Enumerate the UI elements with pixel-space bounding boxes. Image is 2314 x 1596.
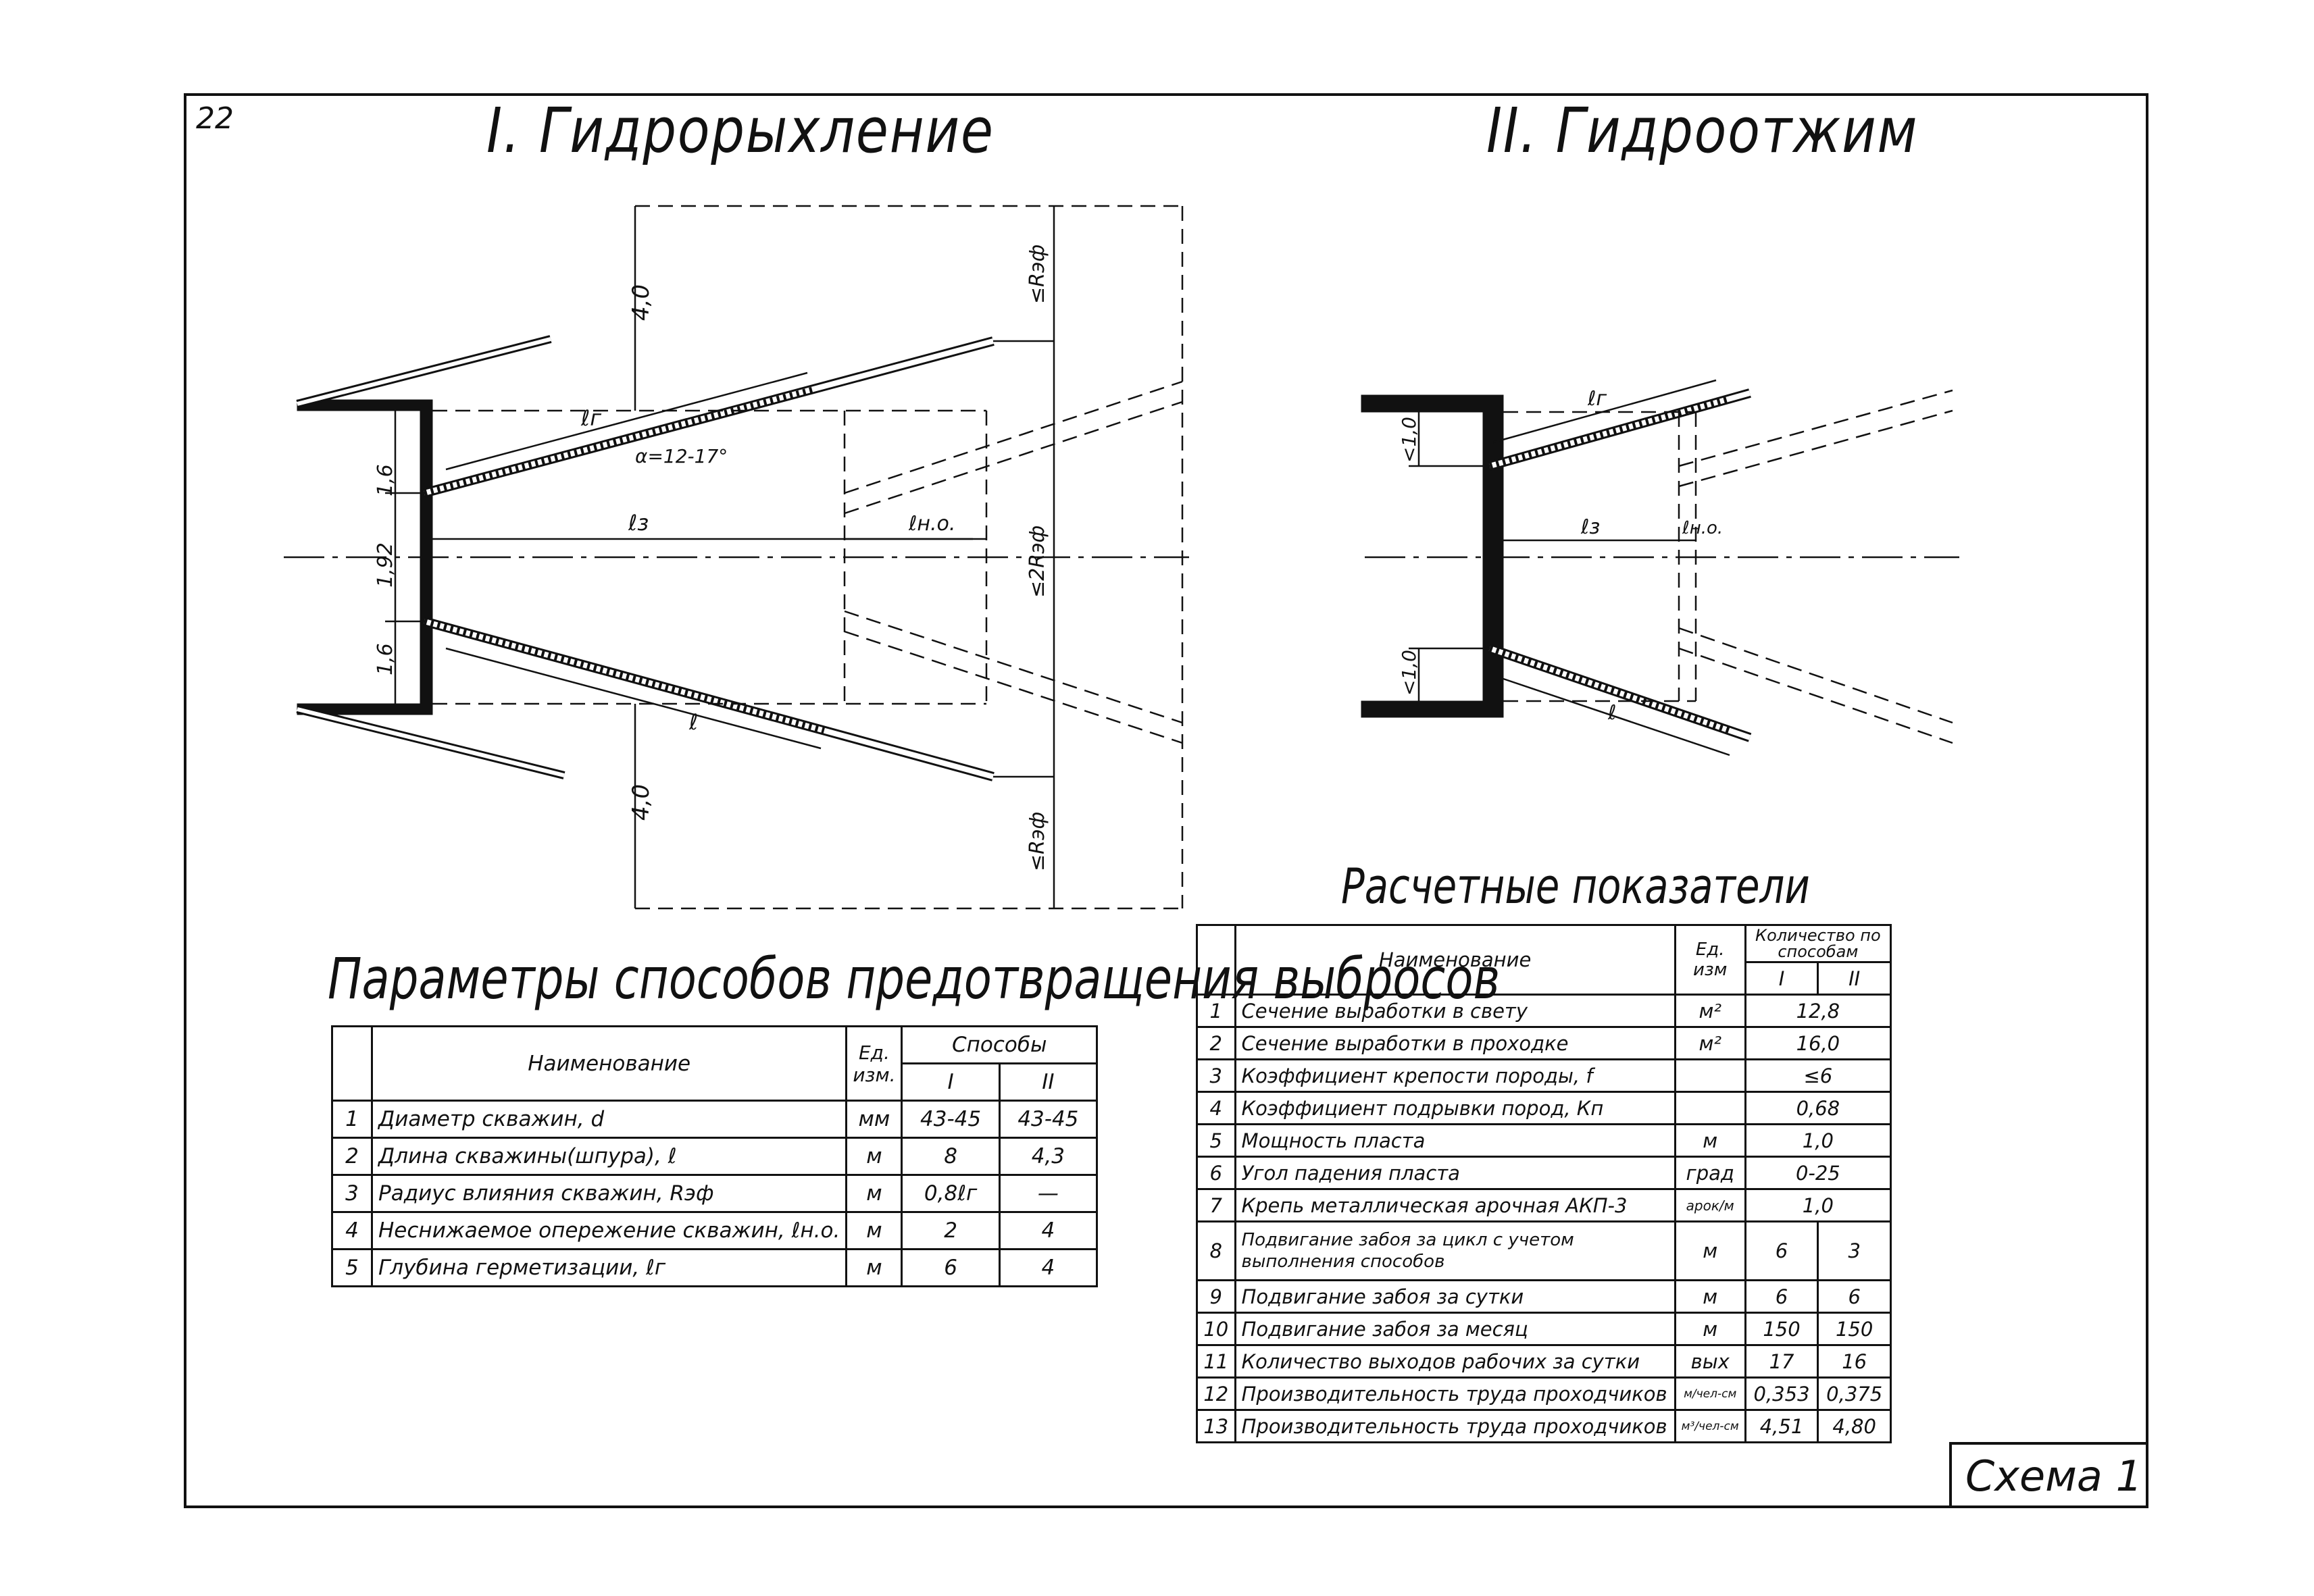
face-wall-1	[297, 399, 433, 715]
label-lz-1: ℓз	[628, 510, 649, 536]
title-hydro-squeezing: II. Гидроотжим	[1486, 95, 1919, 167]
dim-label-top-4: 4,0	[628, 284, 655, 321]
label-2r: ≤2Rэф	[1026, 525, 1049, 598]
scheme-stamp: Схема 1	[1949, 1442, 2148, 1508]
dim-label-top-2: <1,0	[1398, 417, 1420, 463]
drawing-1	[284, 205, 1189, 910]
header-unit-2: Ед. изм	[1674, 924, 1746, 996]
dim-label-1-6-bot: 1,6	[374, 643, 397, 675]
label-lz-2: ℓз	[1580, 515, 1600, 539]
table-header-row: Наименование Ед. изм Количество по спосо…	[1196, 924, 1892, 996]
header-unit: Ед. изм.	[845, 1025, 903, 1102]
calculated-indicators-table: Наименование Ед. изм Количество по спосо…	[1196, 924, 1892, 1443]
label-r-top: ≤Rэф	[1026, 244, 1049, 304]
label-l-1: ℓ	[688, 709, 698, 735]
dashed-zones-1	[432, 205, 1184, 910]
header-name: Наименование	[370, 1025, 848, 1102]
header-method-1-2: I	[1744, 961, 1819, 996]
dim-label-1-92: 1,92	[374, 542, 397, 588]
header-method-2: II	[998, 1062, 1099, 1102]
header-method-1: I	[901, 1062, 1001, 1102]
dim-label-bot-4: 4,0	[628, 784, 655, 821]
label-lno-2: ℓн.о.	[1682, 518, 1723, 538]
dim-label-bot-2: <1,0	[1398, 650, 1420, 696]
title-hydro-loosening: I. Гидрорыхление	[486, 95, 995, 167]
label-lno-1: ℓн.о.	[908, 512, 955, 536]
label-lg-1: ℓг	[580, 405, 601, 431]
header-method-2-2: II	[1817, 961, 1892, 996]
label-alpha: α=12-17°	[635, 445, 728, 467]
label-lg-2: ℓг	[1587, 387, 1607, 411]
face-wall-2	[1361, 394, 1504, 718]
dim-label-1-6-top: 1,6	[374, 464, 397, 496]
header-qty: Количество по способам	[1744, 924, 1892, 963]
table-header-row: Наименование Ед. изм. Способы	[331, 1025, 1098, 1102]
label-r-bot: ≤Rэф	[1026, 812, 1049, 871]
dashed-zones-2	[1503, 389, 1953, 744]
drawing-frame	[184, 93, 2148, 1508]
sheet-number: 22	[196, 101, 234, 136]
label-l-2: ℓ	[1607, 701, 1616, 725]
table2-title: Расчетные показатели	[1341, 858, 1810, 915]
dimensions-1	[385, 206, 1055, 908]
header-methods: Способы	[901, 1025, 1098, 1064]
dimensions-2	[1409, 379, 1730, 756]
drawing-2	[1361, 379, 1959, 756]
header-name-2: Наименование	[1234, 924, 1676, 996]
